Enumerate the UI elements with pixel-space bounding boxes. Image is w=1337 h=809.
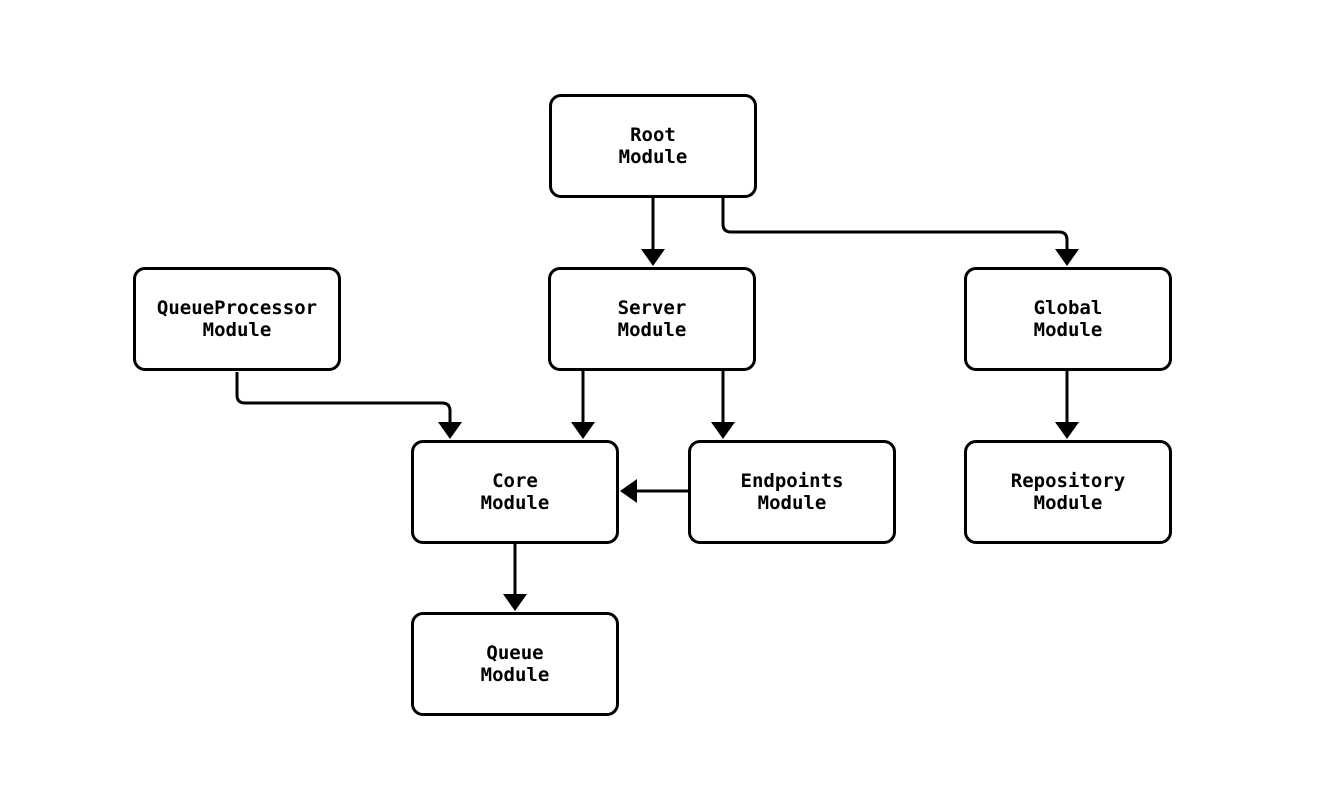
node-server-module: Server Module <box>548 267 756 371</box>
node-global-module-label: Global Module <box>1033 297 1103 341</box>
node-queueprocessor-module-label: QueueProcessor Module <box>156 297 318 341</box>
node-root-module: Root Module <box>549 94 757 198</box>
edge-root-to-global <box>721 198 1079 266</box>
node-core-module-label: Core Module <box>480 470 550 514</box>
node-endpoints-module: Endpoints Module <box>688 440 896 544</box>
node-server-module-label: Server Module <box>617 297 687 341</box>
node-queue-module: Queue Module <box>411 612 619 716</box>
node-global-module: Global Module <box>964 267 1172 371</box>
node-endpoints-module-label: Endpoints Module <box>740 470 844 514</box>
node-root-module-label: Root Module <box>618 124 688 168</box>
node-repository-module: Repository Module <box>964 440 1172 544</box>
node-queue-module-label: Queue Module <box>480 642 550 686</box>
node-core-module: Core Module <box>411 440 619 544</box>
node-repository-module-label: Repository Module <box>1010 470 1126 514</box>
edge-queueprocessor-to-core <box>235 372 462 439</box>
node-queueprocessor-module: QueueProcessor Module <box>133 267 341 371</box>
